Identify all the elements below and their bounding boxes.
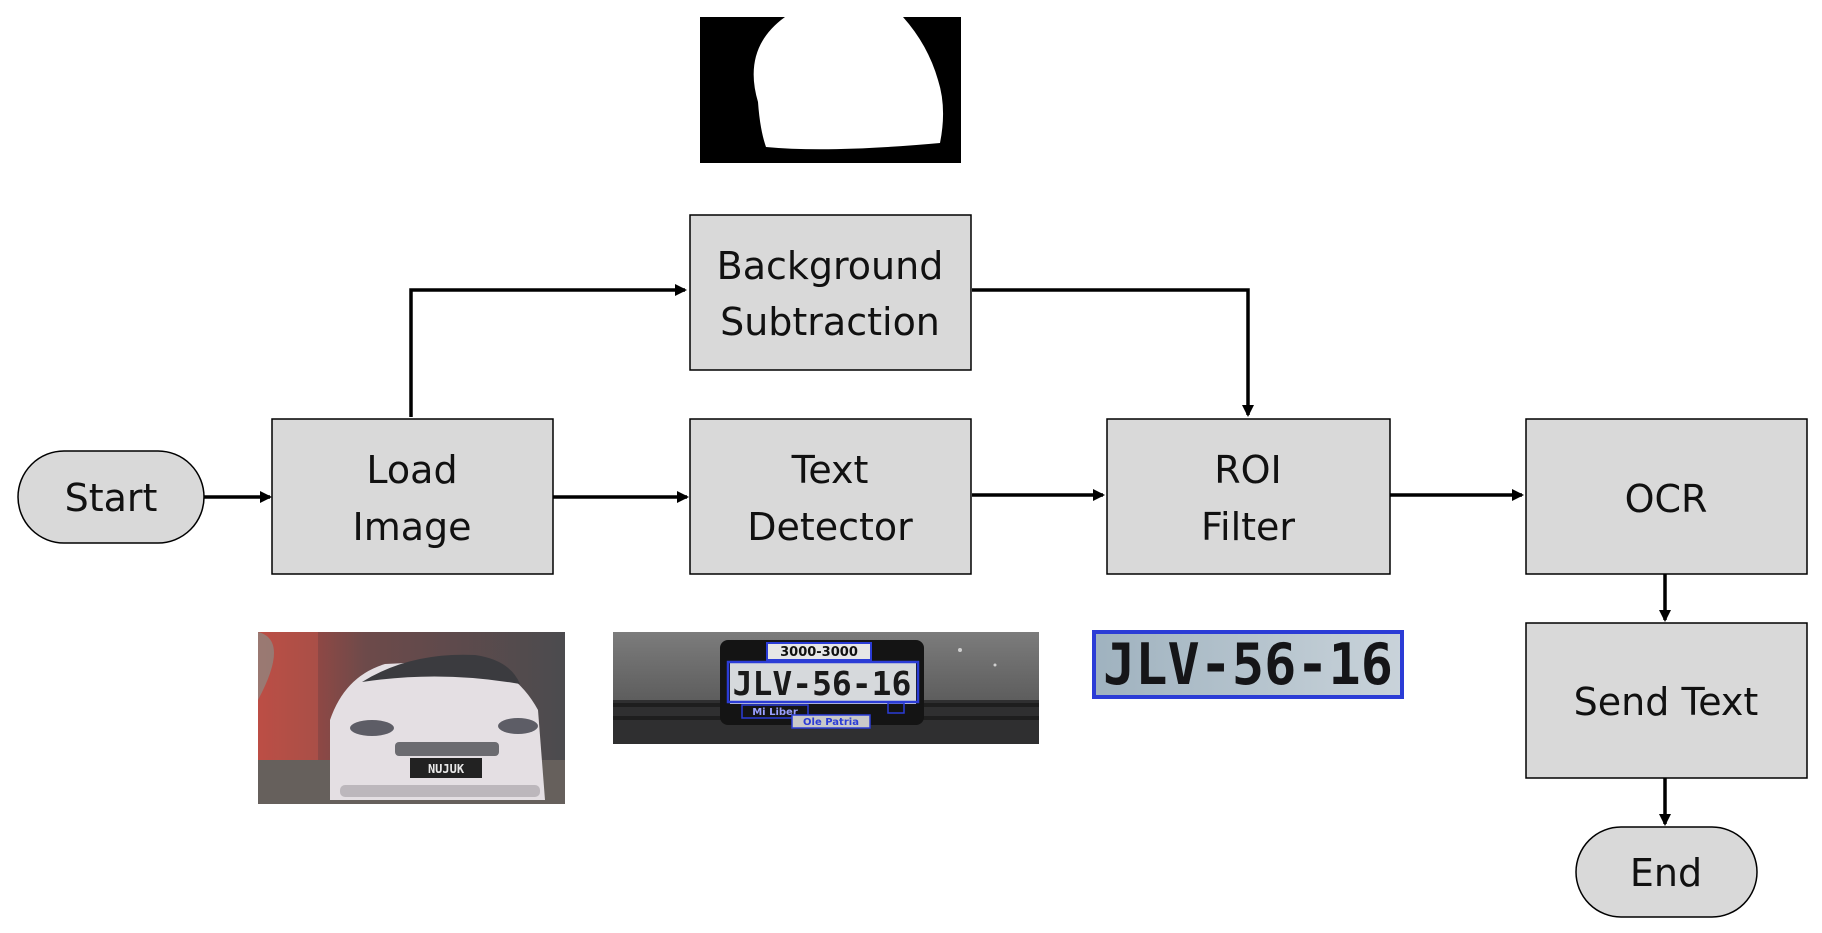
load-image-node: Load Image xyxy=(271,418,554,575)
car-photo-image: NUJUK xyxy=(258,632,565,804)
start-node: Start xyxy=(17,450,205,544)
text-detector-label-line2: Detector xyxy=(747,505,913,549)
start-label: Start xyxy=(65,476,158,520)
end-label: End xyxy=(1630,851,1702,895)
load-image-label-line2: Image xyxy=(352,505,471,549)
end-node: End xyxy=(1575,826,1758,918)
send-text-label: Send Text xyxy=(1574,680,1759,724)
roi-filter-label-line1: ROI xyxy=(1214,448,1282,492)
detected-plate-bottom-left: Mi Liber xyxy=(752,707,798,718)
foreground-mask-image xyxy=(700,17,961,163)
arrow-load-to-background xyxy=(409,284,687,417)
background-subtraction-label-line2: Subtraction xyxy=(720,300,940,344)
detected-plate-top-label: 3000-3000 xyxy=(780,645,858,660)
text-detector-label-line1: Text xyxy=(791,448,869,492)
background-subtraction-label-line1: Background xyxy=(717,244,944,288)
car-plate-text: NUJUK xyxy=(428,762,465,776)
text-detector-node: Text Detector xyxy=(689,418,972,575)
connectors xyxy=(204,284,1671,826)
cropped-plate-image: JLV-56-16 xyxy=(1092,630,1404,699)
arrow-background-to-roi xyxy=(972,288,1254,417)
roi-filter-label-line2: Filter xyxy=(1201,505,1295,549)
load-image-label-line1: Load xyxy=(366,448,457,492)
detected-plate-bottom-right: Ole Patria xyxy=(803,717,859,728)
roi-filter-node: ROI Filter xyxy=(1106,418,1391,575)
detected-plate-image: 3000-3000 JLV-56-16 Mi Liber Ole Patria xyxy=(613,632,1039,744)
ocr-label: OCR xyxy=(1625,477,1708,521)
ocr-node: OCR xyxy=(1525,418,1808,575)
send-text-node: Send Text xyxy=(1525,622,1808,779)
detected-plate-text: JLV-56-16 xyxy=(733,664,912,703)
background-subtraction-node: Background Subtraction xyxy=(689,214,972,371)
cropped-plate-text: JLV-56-16 xyxy=(1103,632,1393,698)
